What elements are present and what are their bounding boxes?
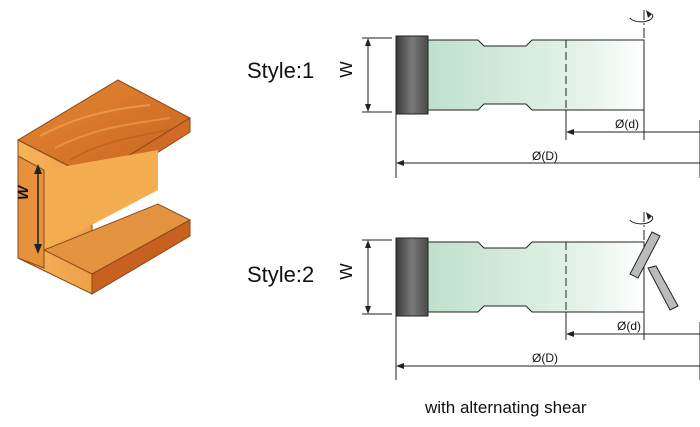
style2-d-large: Ø(D) [532, 351, 558, 365]
style1-cutter-blade [395, 35, 429, 115]
style2-w-label: W [340, 263, 356, 280]
style2-cutter-diagram: W Ø(d) Ø(D) [340, 212, 700, 380]
shear-knife-lower [647, 265, 679, 311]
caption: with alternating shear [425, 398, 587, 417]
style2-d-small: Ø(d) [617, 319, 641, 333]
shear-knife-upper [629, 231, 661, 279]
style2-cutter-blade [395, 237, 429, 317]
profile-w-label: W [15, 184, 32, 200]
wood-profile-illustration: W [15, 79, 192, 295]
style1-w-label: W [340, 61, 356, 78]
style1-d-large: Ø(D) [532, 149, 558, 163]
style1-d-small: Ø(d) [615, 117, 639, 131]
style1-cutter-diagram: W Ø(d) Ø(D) [340, 10, 700, 178]
style2-label: Style:2 [247, 262, 315, 287]
style1-label: Style:1 [247, 58, 315, 83]
